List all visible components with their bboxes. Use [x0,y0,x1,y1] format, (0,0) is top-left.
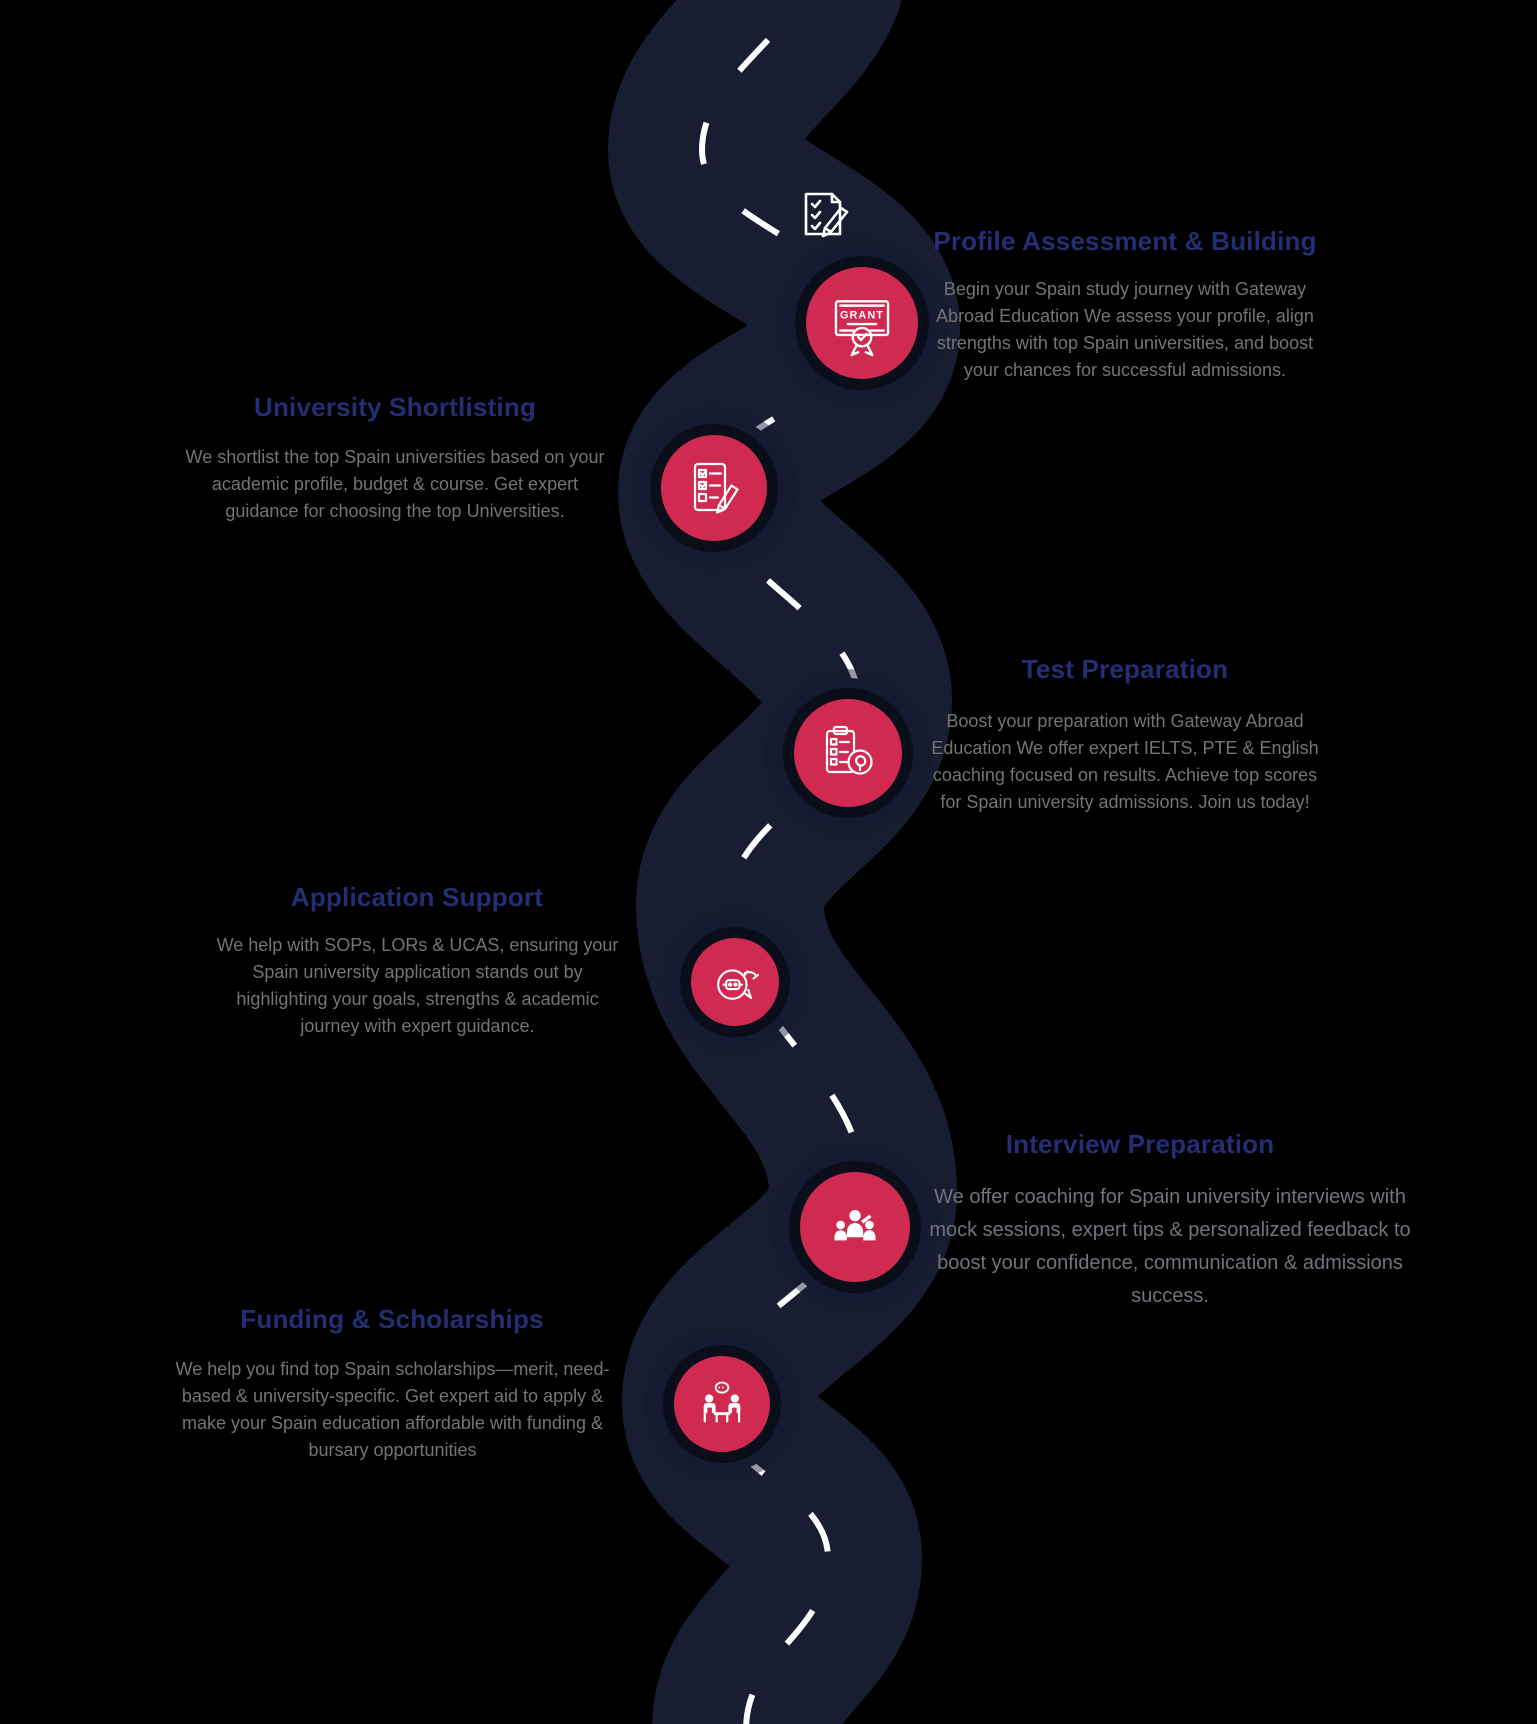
milestone-title: University Shortlisting [254,392,536,422]
milestone-description: Boost your preparation with Gateway Abro… [931,711,1319,812]
milestone-marker-funding-scholarships [674,1356,770,1452]
meeting-discussion-icon [703,1381,741,1423]
milestone-description: Begin your Spain study journey with Gate… [936,279,1314,380]
grant-certificate-icon: GRANT [834,300,890,357]
milestone-marker-profile-assessment: GRANT [806,267,918,379]
milestone-description: We offer coaching for Spain university i… [929,1186,1411,1307]
svg-text:GRANT: GRANT [840,310,884,322]
clipboard-brain-icon [825,725,873,775]
milestone-title: Profile Assessment & Building [933,226,1317,256]
milestone-title: Interview Preparation [1005,1129,1275,1159]
milestone-marker-university-shortlisting [661,435,767,541]
milestone-description: We help with SOPs, LORs & UCAS, ensuring… [216,935,619,1036]
support-chat-phone-icon [717,969,760,1000]
milestone-title: Application Support [290,882,544,912]
milestone-marker-application-support [691,938,779,1026]
road-center-dashed-line [698,0,870,1724]
milestone-title: Test Preparation [1021,654,1229,684]
milestone-title: Funding & Scholarships [240,1304,544,1334]
milestone-marker-interview-preparation [800,1172,910,1282]
road-surface [607,0,961,1724]
checklist-pencil-icon [693,462,739,514]
milestone-description: We help you find top Spain scholarships—… [175,1359,610,1460]
presentation-people-icon [834,1210,876,1241]
milestone-description: We shortlist the top Spain universities … [185,447,605,521]
document-checklist-pencil-icon [792,182,856,251]
milestone-marker-test-preparation [794,699,902,807]
